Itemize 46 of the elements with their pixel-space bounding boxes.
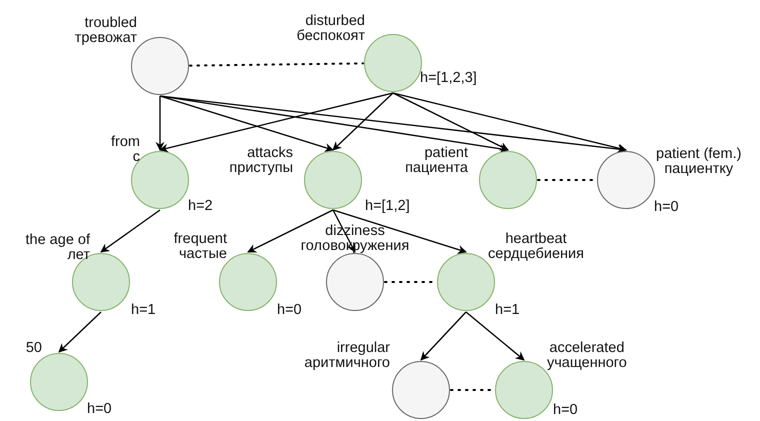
- arrow: [392, 92, 627, 152]
- height-label: h=[1,2]: [365, 199, 410, 214]
- arrow: [332, 92, 394, 151]
- node-label: heartbeat: [505, 232, 567, 247]
- node-label: учащенного: [547, 356, 627, 371]
- arrow: [420, 312, 466, 361]
- node-label: attacks: [247, 146, 293, 161]
- height-label: h=2: [188, 199, 213, 214]
- arrow: [100, 209, 160, 253]
- node-label: patient (fem.): [656, 147, 742, 162]
- height-label: h=[1,2,3]: [420, 71, 477, 86]
- height-label: h=0: [553, 403, 578, 418]
- arrow: [58, 312, 102, 353]
- node-label: беспокоят: [296, 29, 365, 44]
- node-label: лет: [67, 248, 90, 263]
- arrow: [160, 95, 509, 154]
- node-label: пациента: [405, 161, 468, 176]
- arrow: [159, 92, 394, 152]
- node-label: тревожат: [74, 31, 137, 46]
- arrow: [466, 312, 525, 361]
- node-label: с: [132, 150, 140, 165]
- node-label: frequent: [174, 232, 227, 247]
- node-label: аритмичного: [304, 356, 390, 371]
- node-label: accelerated: [549, 341, 624, 356]
- height-label: h=1: [131, 303, 156, 318]
- height-label: h=0: [654, 200, 679, 215]
- node-label: 50: [26, 341, 42, 356]
- node-label: сердцебиения: [488, 247, 584, 262]
- arrow: [156, 96, 164, 151]
- arrow: [160, 95, 334, 152]
- height-label: h=0: [87, 402, 112, 417]
- node-label: troubled: [84, 16, 137, 31]
- node-label: the age of: [26, 233, 90, 248]
- arrow: [160, 95, 627, 154]
- height-label: h=1: [495, 303, 520, 318]
- arrow: [392, 92, 509, 151]
- node-label: from: [111, 135, 140, 150]
- node-label: irregular: [336, 341, 390, 356]
- node-label: пациентку: [664, 162, 734, 177]
- arrow: [247, 209, 334, 253]
- node-label: patient: [424, 146, 468, 161]
- height-label: h=0: [277, 303, 302, 318]
- dotted-line: [189, 62, 364, 67]
- node-label: приступы: [229, 161, 293, 176]
- node-label: disturbed: [305, 14, 365, 29]
- node-label: частые: [179, 247, 227, 262]
